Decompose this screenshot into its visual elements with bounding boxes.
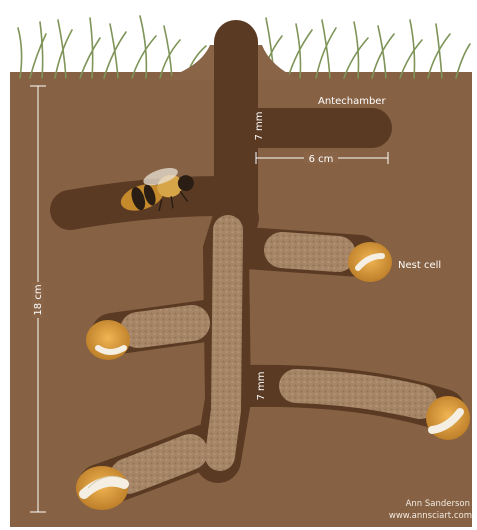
credit-name: Ann Sanderson	[406, 499, 470, 509]
diameter-label-top: 7 mm	[254, 111, 265, 140]
width-label: 6 cm	[309, 154, 334, 165]
nest-cell-4	[76, 466, 128, 510]
pollen-ball	[348, 242, 392, 282]
antechamber-label: Antechamber	[318, 96, 386, 107]
nest-cell-2	[86, 320, 130, 360]
nest-cell-label: Nest cell	[398, 260, 441, 271]
nest-cell-1	[348, 242, 392, 282]
depth-label: 18 cm	[33, 284, 44, 315]
nest-cell-3	[426, 396, 470, 440]
credit-site: www.annsciart.com	[389, 511, 472, 521]
diameter-label-lower: 7 mm	[256, 371, 267, 400]
